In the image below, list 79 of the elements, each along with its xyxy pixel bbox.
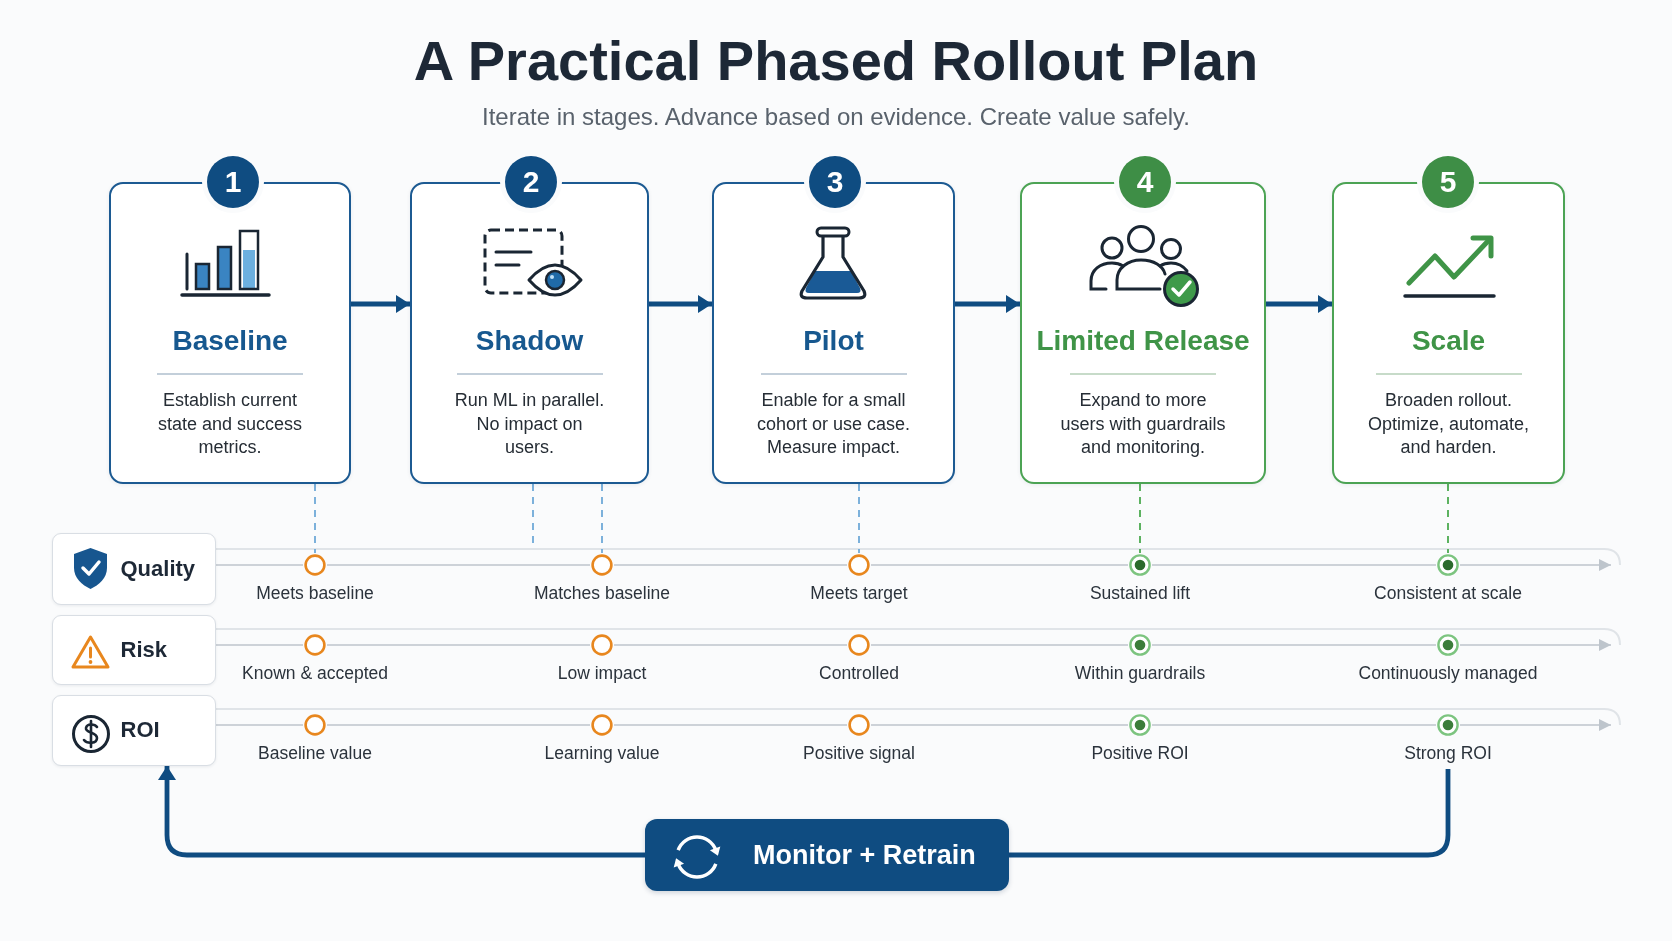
track-line bbox=[215, 644, 304, 646]
metric-card bbox=[52, 615, 216, 685]
track-line bbox=[613, 644, 848, 646]
track-line bbox=[326, 724, 591, 726]
milestone-label: Low impact bbox=[557, 662, 647, 684]
track-line bbox=[1151, 724, 1437, 726]
track-line bbox=[870, 644, 1129, 646]
milestone-marker bbox=[847, 553, 871, 577]
flow-arrow bbox=[649, 295, 712, 313]
dashed-connector bbox=[858, 483, 860, 554]
track-line bbox=[870, 564, 1129, 566]
milestone-marker bbox=[847, 713, 871, 737]
metric-card bbox=[52, 695, 216, 766]
dashed-connector bbox=[1139, 483, 1141, 554]
loop-line bbox=[1009, 769, 1451, 858]
milestone-marker bbox=[1128, 633, 1152, 657]
phase-description: Expand to more users with guardrails and monitoring. bbox=[1059, 389, 1227, 459]
milestone-label: Positive signal bbox=[803, 742, 915, 764]
milestone-label: Sustained lift bbox=[1089, 582, 1191, 604]
phase-description: Establish current state and success metrics. bbox=[156, 389, 304, 459]
milestone-label: Meets target bbox=[810, 582, 908, 604]
flow-arrow bbox=[955, 295, 1020, 313]
milestone-label: Consistent at scale bbox=[1374, 582, 1522, 604]
phase-title: Limited Release bbox=[1036, 324, 1250, 358]
track-line bbox=[326, 564, 591, 566]
milestone-label: Meets baseline bbox=[256, 582, 374, 604]
milestone-label: Learning value bbox=[544, 742, 660, 764]
phase-title: Scale bbox=[1411, 324, 1486, 358]
metric-name: ROI bbox=[120, 717, 160, 743]
milestone-marker bbox=[303, 633, 327, 657]
track-arrow bbox=[1459, 639, 1612, 651]
flow-arrow bbox=[1266, 295, 1332, 313]
milestone-label: Controlled bbox=[819, 662, 899, 684]
milestone-marker bbox=[303, 553, 327, 577]
phase-description: Run ML in parallel. No impact on users. bbox=[453, 389, 606, 459]
track-arrow bbox=[1459, 559, 1612, 571]
phase-description: Enable for a small cohort or use case. Measure impact. bbox=[755, 389, 912, 459]
track-line bbox=[613, 724, 848, 726]
track-line bbox=[1151, 564, 1437, 566]
subtitle: Iterate in stages. Advance based on evidence. Create value safely. bbox=[482, 102, 1190, 132]
track-line bbox=[1151, 644, 1437, 646]
diagram-title: A Practical Phased Rollout Plan bbox=[413, 28, 1259, 94]
milestone-marker bbox=[1436, 553, 1460, 577]
track-line bbox=[215, 724, 304, 726]
milestone-marker bbox=[1436, 713, 1460, 737]
milestone-label: Positive ROI bbox=[1091, 742, 1189, 764]
metric-name: Risk bbox=[120, 636, 167, 663]
dashed-connector bbox=[314, 483, 316, 554]
phase-title: Baseline bbox=[172, 324, 288, 358]
track-line bbox=[870, 724, 1129, 726]
loop-arrow bbox=[158, 766, 645, 858]
milestone-marker bbox=[590, 553, 614, 577]
milestone-marker bbox=[590, 713, 614, 737]
milestone-label: Matches baseline bbox=[533, 582, 671, 604]
track-line bbox=[326, 644, 591, 646]
milestone-marker bbox=[847, 633, 871, 657]
milestone-marker bbox=[1436, 633, 1460, 657]
loop-process-box bbox=[645, 819, 1009, 891]
milestone-marker bbox=[303, 713, 327, 737]
dashed-connector bbox=[601, 483, 603, 554]
milestone-marker bbox=[1128, 713, 1152, 737]
milestone-marker bbox=[1128, 553, 1152, 577]
phase-description: Broaden rollout. Optimize, automate, and harden. bbox=[1366, 389, 1531, 459]
metric-name: Quality bbox=[120, 555, 196, 582]
metric-card bbox=[52, 533, 216, 605]
phase-title: Shadow bbox=[475, 324, 584, 358]
flow-arrow bbox=[351, 295, 410, 313]
milestone-marker bbox=[590, 633, 614, 657]
milestone-label: Baseline value bbox=[258, 742, 372, 764]
milestone-label: Strong ROI bbox=[1404, 742, 1492, 764]
track-arrow bbox=[1459, 719, 1612, 731]
milestone-label: Within guardrails bbox=[1074, 662, 1206, 684]
milestone-label: Continuously managed bbox=[1358, 662, 1538, 684]
milestone-label: Known & accepted bbox=[242, 662, 388, 684]
phase-title: Pilot bbox=[803, 324, 864, 358]
dashed-connector bbox=[1447, 483, 1449, 554]
loop-step-label: Monitor + Retrain bbox=[753, 839, 976, 871]
track-line bbox=[613, 564, 848, 566]
track-line bbox=[215, 564, 304, 566]
